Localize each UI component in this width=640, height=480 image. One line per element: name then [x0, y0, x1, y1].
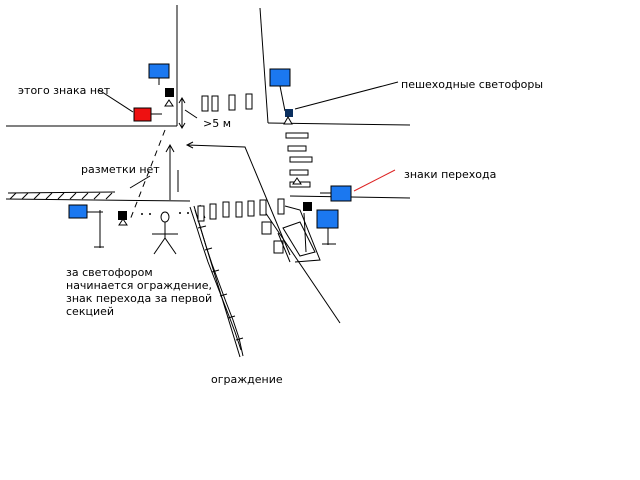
- road-edge-bottom-left: [5, 198, 191, 202]
- pedestrian-figure: [152, 211, 178, 255]
- crosswalk-lower: [197, 198, 285, 222]
- sign-top-left: [148, 63, 170, 79]
- label-fence-note: за светофором начинается ограждение, зна…: [66, 266, 213, 318]
- label-ped-lights: пешеходные светофоры: [401, 78, 544, 91]
- sign-left: [68, 204, 88, 219]
- sign-right: [330, 185, 352, 202]
- leader-lines: [98, 81, 399, 189]
- pedestrian-lights: [118, 88, 312, 220]
- label-distance: >5 м: [203, 117, 232, 130]
- sign-posts: [87, 78, 336, 253]
- label-fence: ограждение: [211, 373, 283, 386]
- sign-top-right: [269, 68, 291, 87]
- light-left: [118, 211, 127, 220]
- label-no-marking: разметки нет: [81, 163, 160, 176]
- label-crossing-signs: знаки перехода: [404, 168, 497, 181]
- crosswalk-right: [285, 132, 313, 188]
- distance-marker: [178, 97, 198, 129]
- footstep-dots: [141, 212, 189, 215]
- light-top-right: [285, 109, 293, 117]
- pointer-crossing-signs: [353, 169, 396, 192]
- sign-right-lower: [316, 209, 339, 229]
- light-top-left: [165, 88, 174, 97]
- fence-left-road: [7, 191, 116, 200]
- fence-lower-road: [189, 205, 244, 357]
- traffic-arrows: [165, 141, 291, 256]
- light-right: [303, 202, 312, 211]
- missing-sign-red: [133, 107, 152, 122]
- triangle-markers: [118, 99, 302, 226]
- fence-right-crossing: [261, 205, 321, 263]
- road-edge-right-top: [259, 7, 269, 124]
- road-edge-lower-right: [264, 211, 341, 324]
- label-no-sign: этого знака нет: [18, 84, 111, 97]
- crosswalk-top: [201, 93, 253, 112]
